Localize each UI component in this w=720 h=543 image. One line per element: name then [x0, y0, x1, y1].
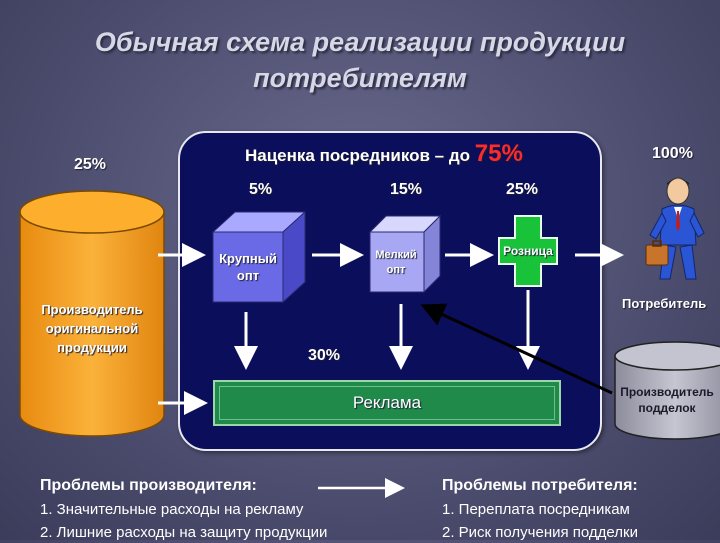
consumer-label: Потребитель — [622, 296, 706, 311]
advertising-label: Реклама — [213, 393, 561, 413]
consumer-problem-item: 1. Переплата посредникам — [442, 500, 630, 520]
consumer-figure-icon — [644, 175, 708, 287]
counterfeit-label-line-2: подделок — [614, 400, 720, 416]
producer-problem-item: 1. Значительные расходы на рекламу — [40, 500, 303, 520]
counterfeit-label: Производитель подделок — [614, 384, 720, 416]
consumer-problem-item: 2. Риск получения подделки — [442, 523, 638, 543]
consumer-problems-heading: Проблемы потребителя: — [442, 476, 638, 496]
consumer-percent: 100% — [652, 145, 693, 163]
producer-problem-item: 2. Лишние расходы на защиту продукции — [40, 523, 327, 543]
counterfeit-label-line-1: Производитель — [614, 384, 720, 400]
producer-problems-heading: Проблемы производителя: — [40, 476, 257, 496]
